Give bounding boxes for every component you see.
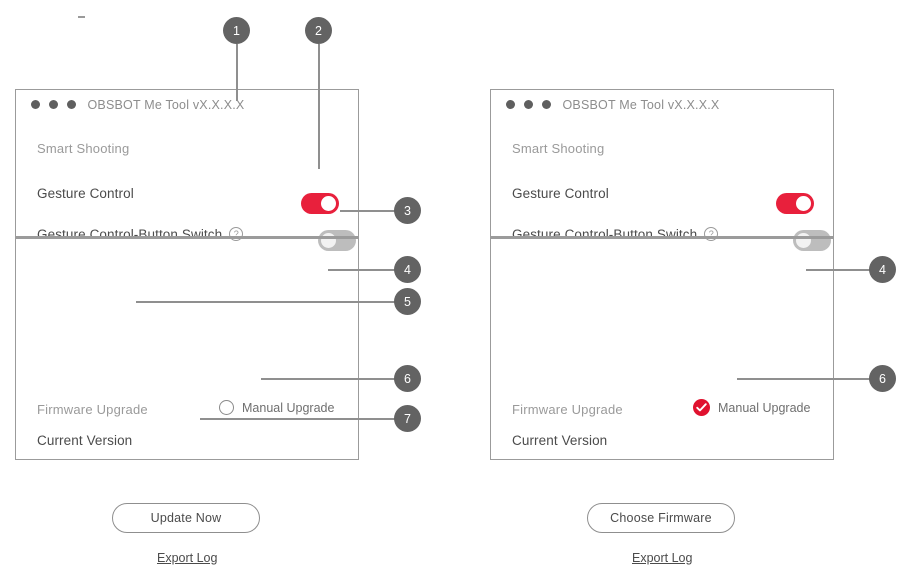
- app-window-left: OBSBOT Me Tool vX.X.X.X Smart Shooting G…: [15, 89, 359, 565]
- traffic-lights-left: [31, 100, 76, 109]
- section-divider-right: [491, 236, 833, 239]
- stray-mark: [78, 16, 85, 18]
- gesture-button-switch-label-right: Gesture Control-Button Switch: [512, 226, 698, 242]
- help-icon-left[interactable]: ?: [229, 227, 244, 241]
- gesture-control-row-right: Gesture Control: [512, 181, 609, 205]
- gesture-control-toggle-left[interactable]: [301, 193, 339, 214]
- section-divider-left: [16, 236, 358, 239]
- traffic-lights-right: [506, 100, 551, 109]
- manual-upgrade-control-left[interactable]: Manual Upgrade: [219, 400, 334, 415]
- manual-upgrade-checkmark-icon[interactable]: [693, 399, 710, 416]
- leader-line-4-left: [328, 269, 395, 271]
- help-icon-right[interactable]: ?: [704, 227, 719, 241]
- leader-line-7: [200, 418, 395, 420]
- leader-line-5: [136, 301, 395, 303]
- current-version-label-left: Current Version: [37, 433, 133, 448]
- leader-line-6-right: [737, 378, 870, 380]
- current-version-label-right: Current Version: [512, 433, 608, 448]
- leader-line-4-right: [806, 269, 870, 271]
- smart-shooting-title-right: Smart Shooting: [512, 141, 605, 156]
- gesture-button-switch-row-left: Gesture Control-Button Switch ?: [37, 222, 244, 246]
- callout-badge-4-right[interactable]: 4: [869, 256, 896, 283]
- gesture-button-switch-toggle-right[interactable]: [793, 230, 831, 251]
- close-dot-icon[interactable]: [31, 100, 40, 109]
- window-title-right: OBSBOT Me Tool vX.X.X.X: [562, 98, 720, 112]
- leader-line-2: [318, 44, 320, 169]
- diagram-canvas: 1 2 3 4 5 6 7 4 6 OBSBOT Me Tool vX.X.X.…: [15, 16, 896, 565]
- smart-shooting-section-right: Smart Shooting Gesture Control Gesture C…: [491, 119, 833, 251]
- maximize-dot-icon[interactable]: [542, 100, 551, 109]
- leader-line-1: [236, 44, 238, 101]
- titlebar-right: OBSBOT Me Tool vX.X.X.X: [491, 90, 833, 119]
- leader-line-6-left: [261, 378, 395, 380]
- choose-firmware-button[interactable]: Choose Firmware: [587, 503, 735, 533]
- firmware-upgrade-title-right: Firmware Upgrade: [512, 402, 623, 417]
- manual-upgrade-label-left: Manual Upgrade: [242, 400, 335, 415]
- manual-upgrade-control-right[interactable]: Manual Upgrade: [693, 399, 810, 416]
- smart-shooting-title-left: Smart Shooting: [37, 141, 130, 156]
- gesture-control-toggle-right[interactable]: [776, 193, 814, 214]
- firmware-upgrade-title-left: Firmware Upgrade: [37, 402, 148, 417]
- gesture-button-switch-toggle-left[interactable]: [318, 230, 356, 251]
- window-title-left: OBSBOT Me Tool vX.X.X.X: [87, 98, 245, 112]
- gesture-control-label-right: Gesture Control: [512, 185, 609, 201]
- callout-badge-6-right[interactable]: 6: [869, 365, 896, 392]
- gesture-button-switch-row-right: Gesture Control-Button Switch ?: [512, 222, 719, 246]
- callout-badge-3[interactable]: 3: [394, 197, 421, 224]
- update-now-button[interactable]: Update Now: [112, 503, 260, 533]
- callout-badge-4[interactable]: 4: [394, 256, 421, 283]
- export-log-link-right[interactable]: Export Log: [632, 551, 693, 565]
- toggle-knob: [796, 196, 811, 211]
- titlebar-left: OBSBOT Me Tool vX.X.X.X: [16, 90, 358, 119]
- callout-badge-1[interactable]: 1: [223, 17, 250, 44]
- manual-upgrade-label-right: Manual Upgrade: [718, 400, 811, 415]
- toggle-knob: [321, 196, 336, 211]
- gesture-control-label-left: Gesture Control: [37, 185, 134, 201]
- export-log-link-left[interactable]: Export Log: [157, 551, 218, 565]
- manual-upgrade-radio-icon[interactable]: [219, 400, 234, 415]
- callout-badge-6[interactable]: 6: [394, 365, 421, 392]
- minimize-dot-icon[interactable]: [524, 100, 533, 109]
- callout-badge-7[interactable]: 7: [394, 405, 421, 432]
- gesture-button-switch-label-left: Gesture Control-Button Switch: [37, 226, 223, 242]
- smart-shooting-section-left: Smart Shooting Gesture Control Gesture C…: [16, 119, 358, 251]
- app-window-right: OBSBOT Me Tool vX.X.X.X Smart Shooting G…: [490, 89, 834, 565]
- callout-badge-5[interactable]: 5: [394, 288, 421, 315]
- gesture-control-row-left: Gesture Control: [37, 181, 134, 205]
- maximize-dot-icon[interactable]: [67, 100, 76, 109]
- leader-line-3: [340, 210, 395, 212]
- close-dot-icon[interactable]: [506, 100, 515, 109]
- callout-badge-2[interactable]: 2: [305, 17, 332, 44]
- minimize-dot-icon[interactable]: [49, 100, 58, 109]
